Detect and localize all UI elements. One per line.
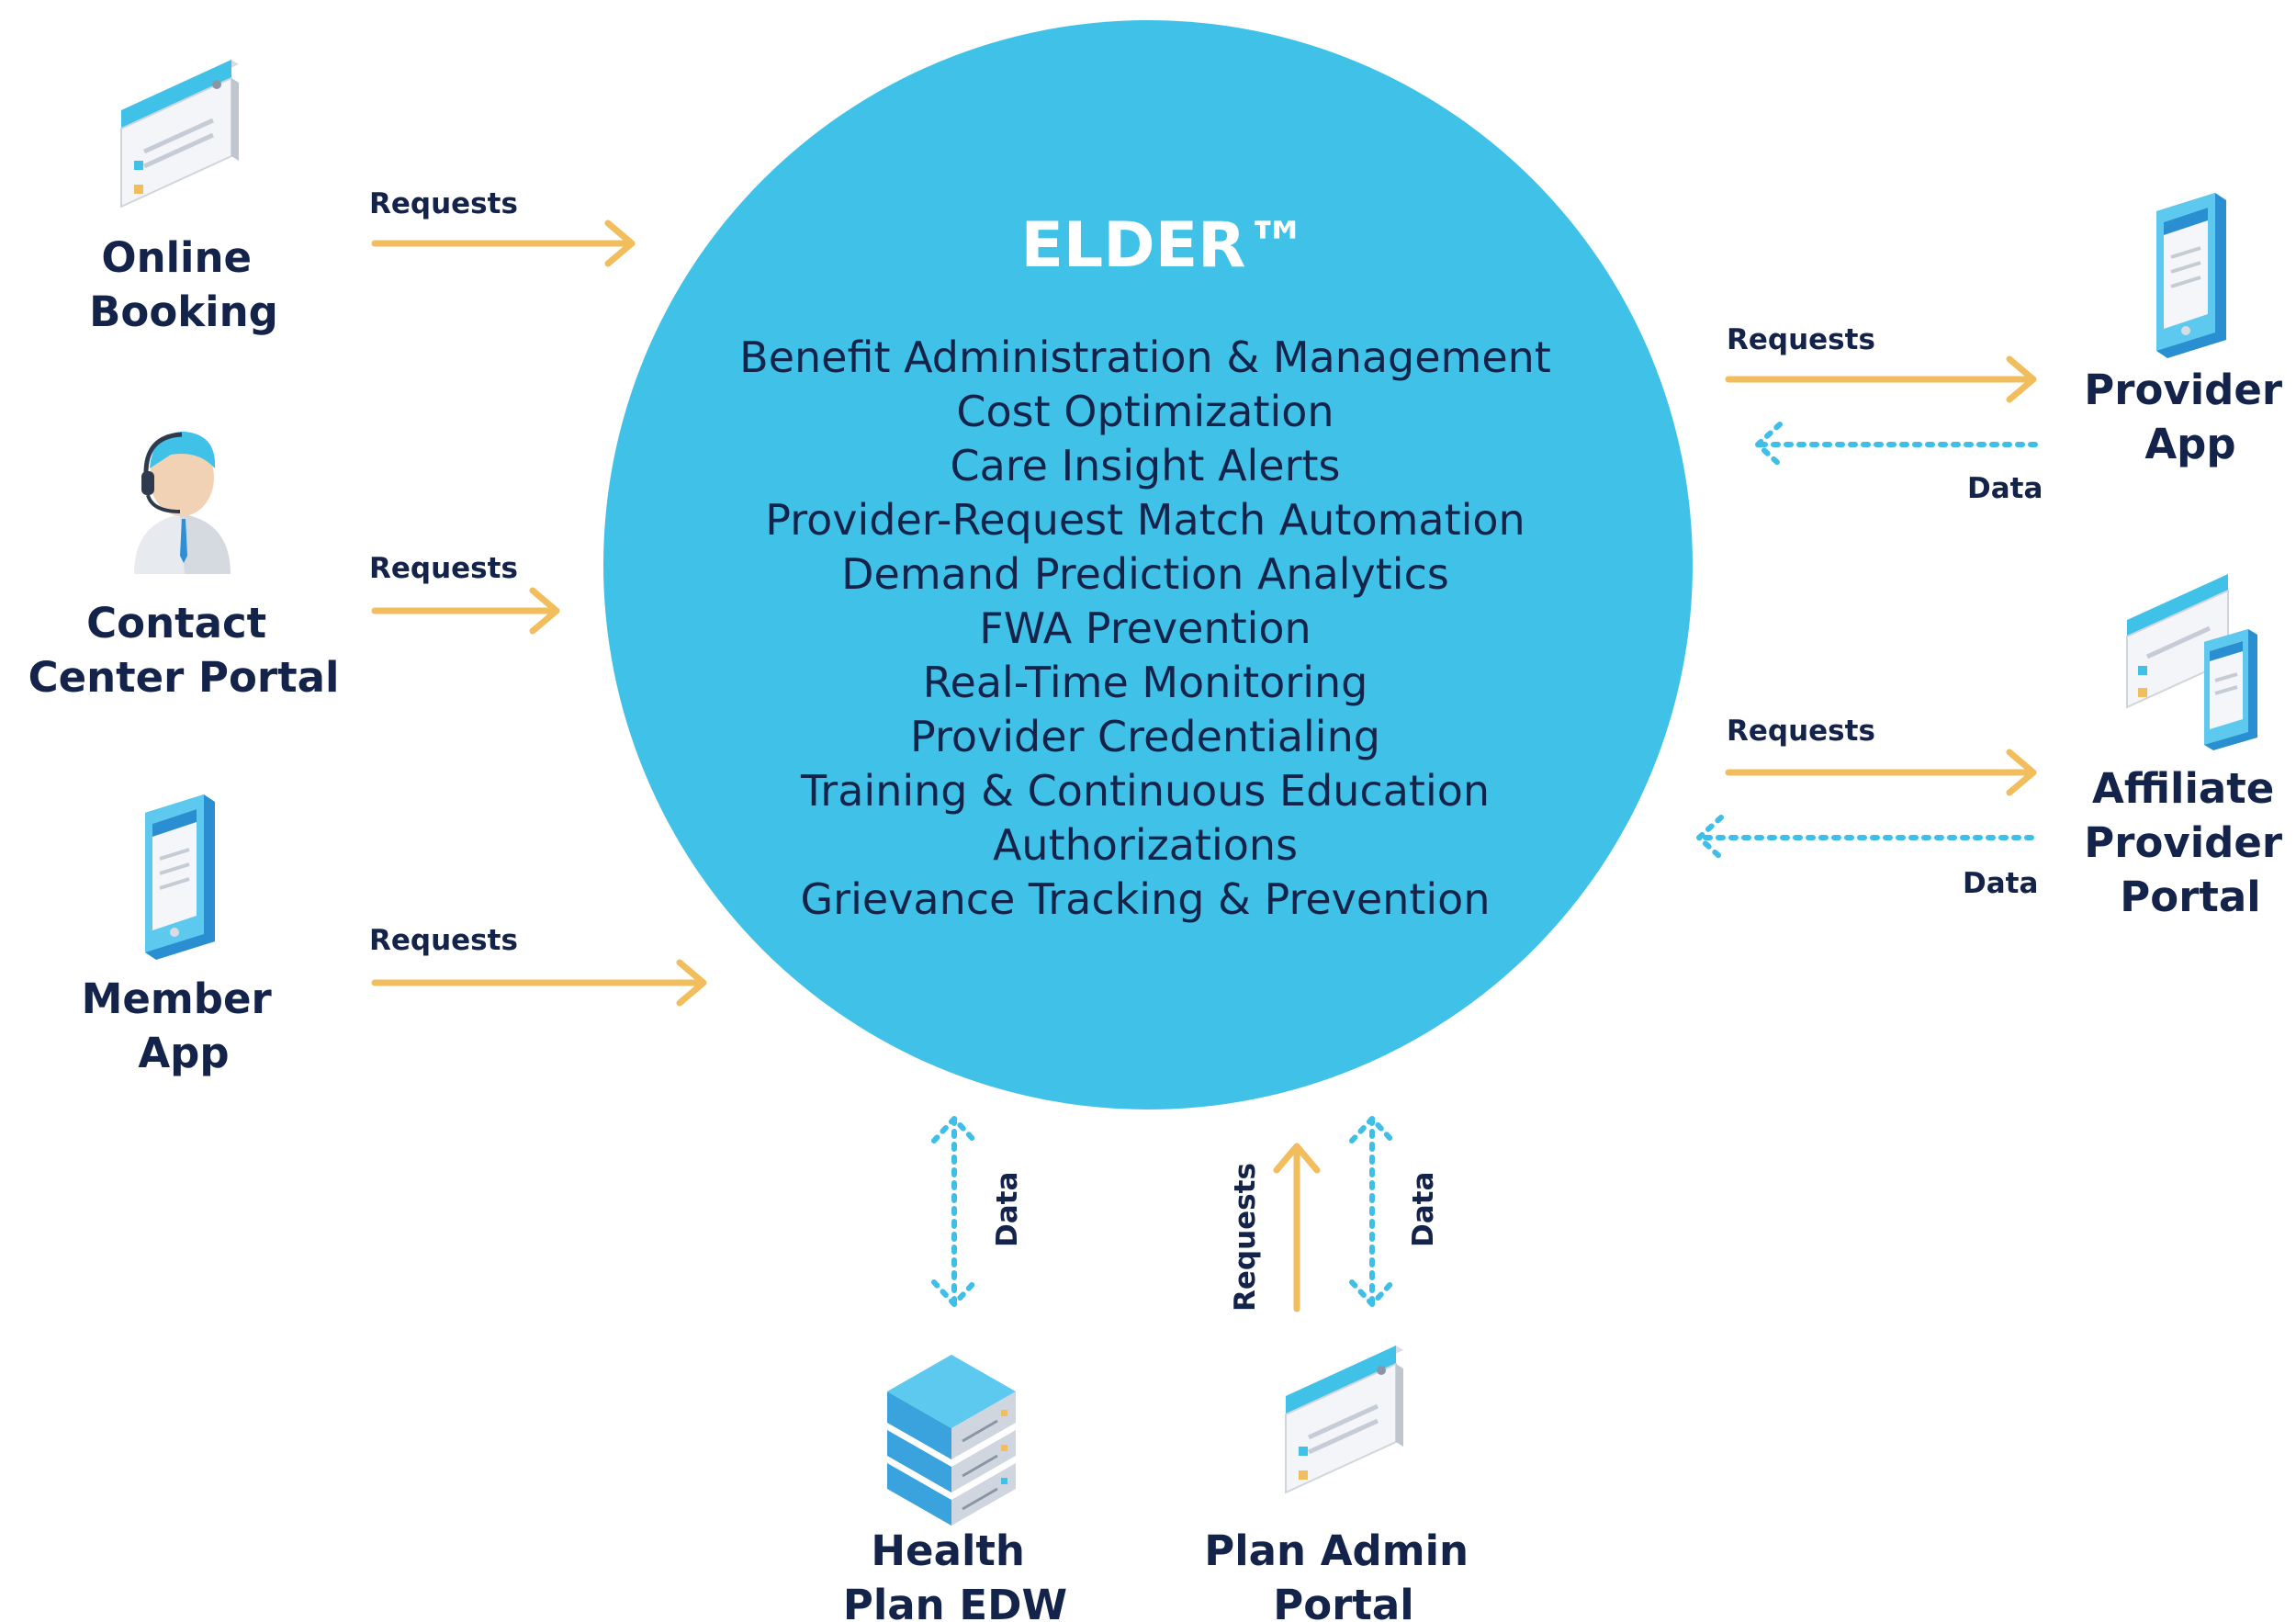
- capability-item: Grievance Tracking & Prevention: [801, 874, 1491, 924]
- requests-arrow: [371, 587, 560, 635]
- capability-item: Provider Credentialing: [910, 712, 1380, 761]
- capability-list: Benefit Administration & Management Cost…: [739, 332, 1551, 924]
- smartphone-icon: [145, 794, 215, 960]
- data-arrow-bidirectional: [1349, 1116, 1395, 1307]
- data-arrow: [1696, 815, 2034, 861]
- browser-window-icon: [120, 60, 239, 208]
- node-health-plan-edw: Health Plan EDW: [843, 1526, 1067, 1622]
- capability-item: Benefit Administration & Management: [739, 332, 1551, 382]
- node-contact-center-portal: Contact Center Portal: [28, 599, 340, 702]
- requests-label: Requests: [369, 924, 518, 957]
- requests-label: Requests: [1727, 323, 1875, 356]
- database-server-icon: [887, 1355, 1016, 1526]
- browser-window-icon: [1285, 1346, 1403, 1494]
- requests-arrow: [371, 220, 636, 267]
- node-online-booking: Online Booking: [89, 233, 278, 336]
- data-label: Data: [991, 1172, 1024, 1247]
- requests-arrow: [1273, 1143, 1321, 1312]
- elder-hub-circle: [603, 20, 1693, 1109]
- data-label: Data: [1963, 867, 2038, 900]
- capability-item: Cost Optimization: [956, 387, 1334, 436]
- capability-item: Real-Time Monitoring: [923, 658, 1368, 707]
- headset-agent-icon: [134, 432, 231, 574]
- data-arrow-bidirectional: [931, 1116, 977, 1307]
- data-label: Data: [1967, 472, 2043, 505]
- data-arrow: [1755, 422, 2038, 467]
- capability-item: Provider-Request Match Automation: [765, 495, 1525, 545]
- capability-item: Authorizations: [993, 820, 1298, 870]
- hub-title: ELDER™: [1020, 209, 1308, 282]
- requests-label: Requests: [1727, 715, 1875, 748]
- data-label: Data: [1407, 1172, 1440, 1247]
- smartphone-icon: [2156, 193, 2226, 358]
- browser-and-phone-icon: [2126, 574, 2257, 750]
- node-member-app: Member App: [82, 974, 287, 1077]
- capability-item: Demand Prediction Analytics: [841, 549, 1449, 599]
- capability-item: FWA Prevention: [979, 603, 1311, 653]
- requests-label: Requests: [369, 552, 518, 585]
- requests-label: Requests: [1229, 1163, 1262, 1312]
- node-provider-app: Provider App: [2084, 366, 2296, 468]
- node-affiliate-provider-portal: Affiliate Provider Portal: [2084, 764, 2296, 921]
- requests-arrow: [1725, 355, 2037, 403]
- requests-label: Requests: [369, 187, 518, 220]
- capability-item: Training & Continuous Education: [800, 766, 1490, 816]
- node-plan-admin-portal: Plan Admin Portal: [1204, 1526, 1483, 1622]
- requests-arrow: [1725, 749, 2037, 796]
- capability-item: Care Insight Alerts: [950, 441, 1340, 490]
- requests-arrow: [371, 959, 707, 1007]
